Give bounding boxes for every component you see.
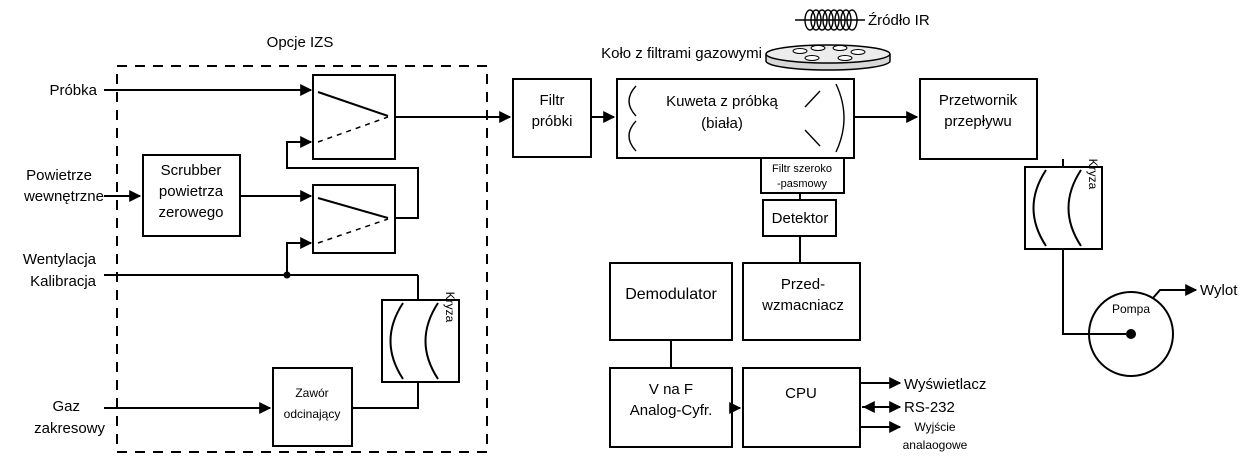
izs-dashed-border: [116, 65, 488, 453]
zero-span-selector-valve: [312, 184, 396, 254]
rs232-output-label: RS-232: [904, 399, 955, 416]
sample-filter: Filtr próbki: [512, 78, 592, 158]
demodulator-label: Demodulator: [625, 286, 717, 303]
ir-source-coil: [804, 9, 858, 31]
main-orifice-label: Kryza: [1086, 159, 1100, 190]
sample-filter-label-line2: próbki: [532, 113, 573, 130]
input-labels: Próbka Powietrze wewnętrzne Wentylacja K…: [23, 82, 106, 437]
cpu-box: [742, 367, 861, 448]
detector: Detektor: [762, 199, 837, 237]
preamp-box: [742, 262, 861, 341]
flow-sensor-box: [919, 78, 1038, 160]
upper-valve-dashed-arm: [317, 116, 389, 143]
preamplifier: Przed- wzmacniacz: [742, 262, 861, 341]
preamp-label-line2: wzmacniacz: [761, 297, 844, 314]
ir-source: Źródło IR: [795, 9, 930, 31]
vtof-label-line1: V na F: [649, 381, 693, 398]
outlet-label: Wylot: [1200, 282, 1238, 299]
izs-orifice-left-curve: [389, 302, 404, 380]
izs-orifice-box: [381, 299, 460, 383]
shutoff-valve-label-line1: Zawór: [295, 386, 328, 400]
zero-air-scrubber: Scrubber powietrza zerowego: [142, 154, 241, 237]
internal-air-label-line2: wewnętrzne: [23, 188, 104, 205]
flow-sensor-label-line1: Przetwornik: [939, 92, 1018, 109]
scrubber-box: [142, 154, 241, 237]
sample-cell-box: [616, 78, 855, 159]
v-to-f-converter: V na F Analog-Cyfr.: [609, 367, 733, 448]
bandpass-filter-label-line2: -pasmowy: [777, 178, 828, 190]
flow-sensor-label-line2: przepływu: [944, 113, 1012, 130]
upper-valve-box: [312, 74, 396, 160]
filter-wheel-label: Koło z filtrami gazowymi: [601, 45, 762, 62]
span-gas-label-line2: zakresowy: [34, 420, 105, 437]
bandpass-filter-box: [760, 157, 845, 194]
izs-orifice-right-curve: [424, 302, 439, 380]
scrubber-label-line1: Scrubber: [161, 162, 222, 179]
cell-mirror-left-bottom: [628, 120, 637, 152]
sample-filter-label-line1: Filtr: [540, 92, 565, 109]
cpu: CPU: [742, 367, 861, 448]
pump-hub: [1126, 329, 1136, 339]
sample-input-label: Próbka: [49, 82, 97, 99]
sample-cell-label-line2: (biała): [701, 115, 743, 132]
ir-source-label: Źródło IR: [868, 12, 930, 29]
main-orifice-left-curve: [1032, 169, 1047, 247]
shutoff-valve: Zawór odcinający: [272, 367, 353, 447]
calibration-label: Kalibracja: [30, 273, 97, 290]
cell-mirror-right: [835, 83, 845, 153]
cpu-label: CPU: [785, 385, 817, 402]
shutoff-valve-box: [272, 367, 353, 447]
main-orifice: Kryza: [1024, 159, 1103, 250]
izs-orifice: Kryza: [381, 292, 460, 383]
lower-valve-dashed-arm: [317, 218, 389, 244]
detector-label: Detektor: [772, 210, 829, 227]
izs-options-group: Opcje IZS: [116, 34, 488, 453]
flow-lines: [104, 84, 1198, 433]
bandpass-filter-label-line1: Filtr szeroko: [772, 163, 832, 175]
pump-label: Pompa: [1112, 302, 1150, 316]
lower-valve-solid-arm: [317, 197, 389, 219]
sample-selector-valve: [312, 74, 396, 160]
analog-output-label-line2: analaogowe: [903, 438, 968, 452]
filter-wheel-top: [765, 44, 891, 64]
cell-beam-lower: [804, 129, 821, 147]
span-gas-label-line1: Gaz: [52, 398, 80, 415]
izs-orifice-label: Kryza: [443, 292, 457, 323]
preamp-label-line1: Przed-: [781, 276, 825, 293]
flow-sensor: Przetwornik przepływu: [919, 78, 1038, 160]
vent-label: Wentylacja: [23, 251, 97, 268]
pump: Pompa Wylot: [1088, 282, 1238, 377]
demodulator-box: [609, 262, 733, 341]
lower-valve-box: [312, 184, 396, 254]
cell-beam-upper: [804, 90, 821, 108]
vtof-label-line2: Analog-Cyfr.: [630, 402, 713, 419]
bandpass-filter: Filtr szeroko -pasmowy: [760, 157, 845, 194]
izs-title: Opcje IZS: [267, 34, 334, 51]
main-orifice-right-curve: [1067, 169, 1082, 247]
upper-valve-solid-arm: [317, 91, 389, 117]
cell-mirror-left-top: [628, 85, 637, 117]
cpu-outputs: Wyświetlacz RS-232 Wyjście analaogowe: [903, 376, 987, 452]
internal-air-label-line1: Powietrze: [26, 167, 92, 184]
scrubber-label-line3: zerowego: [158, 204, 223, 221]
demodulator: Demodulator: [609, 262, 733, 341]
analog-output-label-line1: Wyjście: [914, 420, 956, 434]
sample-cell: Kuweta z próbką (biała): [616, 78, 855, 159]
shutoff-valve-label-line2: odcinający: [284, 407, 341, 421]
gas-filter-wheel: Koło z filtrami gazowymi: [601, 44, 891, 71]
scrubber-label-line2: powietrza: [159, 183, 224, 200]
sample-cell-label-line1: Kuweta z próbką: [666, 93, 778, 110]
display-output-label: Wyświetlacz: [904, 376, 986, 393]
